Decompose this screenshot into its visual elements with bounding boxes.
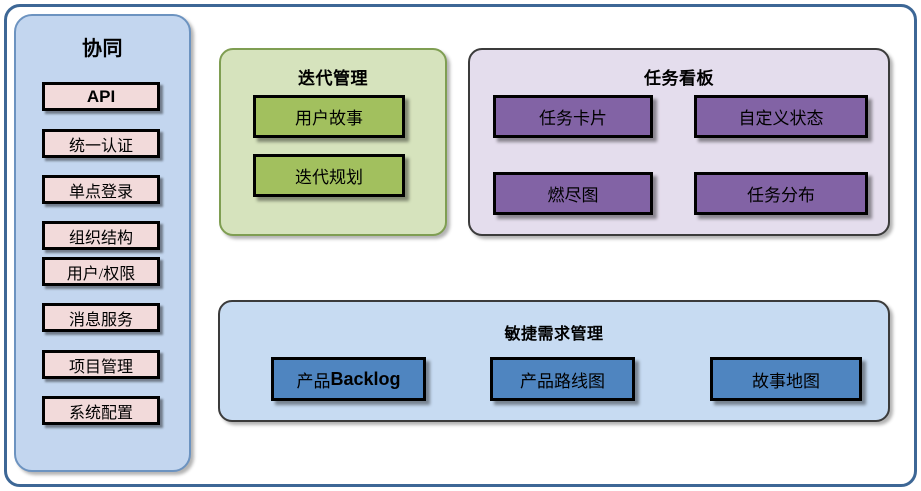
sidebar-item-message-service[interactable]: 消息服务 xyxy=(42,303,160,332)
panel-agile-requirement-management-title: 敏捷需求管理 xyxy=(504,326,604,343)
sidebar-item-system-config[interactable]: 系统配置 xyxy=(42,396,160,425)
sidebar-item-org-structure[interactable]: 组织结构 xyxy=(42,221,160,250)
node-story-map[interactable]: 故事地图 xyxy=(710,357,862,401)
panel-iteration-management[interactable]: 迭代管理 用户故事 迭代规划 xyxy=(219,48,447,236)
node-task-card[interactable]: 任务卡片 xyxy=(493,95,653,138)
node-product-backlog-label-cjk: 产品 xyxy=(296,371,331,391)
sidebar-item-unified-auth[interactable]: 统一认证 xyxy=(42,129,160,158)
sidebar-item-api[interactable]: API xyxy=(42,82,160,111)
sidebar-item-user-permission[interactable]: 用户/权限 xyxy=(42,257,160,286)
node-product-backlog-label-latin: Backlog xyxy=(330,368,401,389)
panel-collaboration[interactable]: 协同 API 统一认证 单点登录 组织结构 用户/权限 消息服务 项目管理 系统… xyxy=(14,14,191,472)
node-burndown-chart[interactable]: 燃尽图 xyxy=(493,172,653,215)
panel-collaboration-title: 协同 xyxy=(82,38,123,60)
node-user-story[interactable]: 用户故事 xyxy=(253,95,405,138)
node-iteration-planning[interactable]: 迭代规划 xyxy=(253,154,405,197)
panel-task-board[interactable]: 任务看板 任务卡片 自定义状态 燃尽图 任务分布 xyxy=(468,48,890,236)
sidebar-item-project-management[interactable]: 项目管理 xyxy=(42,350,160,379)
panel-iteration-management-title: 迭代管理 xyxy=(298,69,368,88)
node-task-distribution[interactable]: 任务分布 xyxy=(694,172,868,215)
panel-task-board-title: 任务看板 xyxy=(644,69,714,88)
node-custom-status[interactable]: 自定义状态 xyxy=(694,95,868,138)
node-product-roadmap[interactable]: 产品路线图 xyxy=(490,357,635,401)
outer-frame xyxy=(4,4,917,487)
sidebar-item-single-sign-on[interactable]: 单点登录 xyxy=(42,175,160,204)
